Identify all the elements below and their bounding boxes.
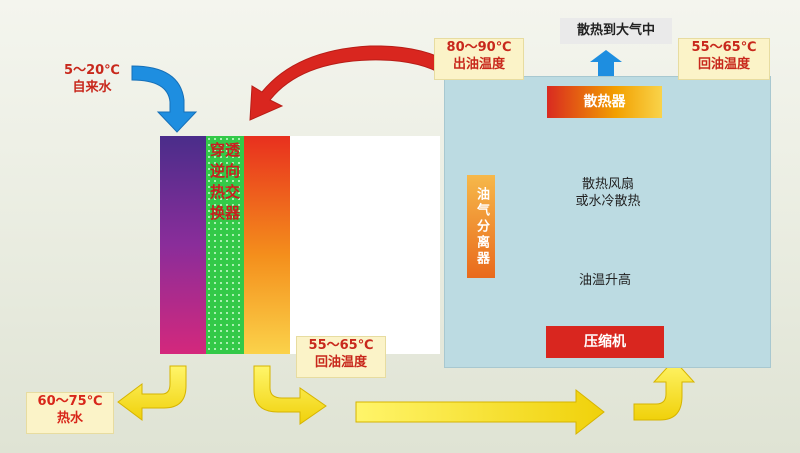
- tap-water-text: 自来水: [72, 80, 112, 95]
- oil-rise-label: 油温升高: [578, 273, 631, 288]
- exchanger-core: [206, 136, 244, 354]
- exchanger-down-right-arrow: [253, 365, 327, 425]
- hot-water-text: 热水: [56, 411, 83, 426]
- radiator-label: 散热器: [547, 86, 662, 118]
- exhaust-arrow: [590, 50, 622, 76]
- fan-line2: 或水冷散热: [575, 194, 641, 209]
- fan-line1: 散热风扇: [581, 177, 634, 192]
- exhaust-label: 散热到大气中: [560, 18, 672, 44]
- oil-out-text: 出油温度: [452, 57, 505, 72]
- cold-water-bar: [160, 136, 206, 354]
- heat-exchanger-label: 穿透逆向热交换器: [209, 141, 240, 222]
- bottom-long-arrow: [355, 388, 605, 436]
- tap-water-label: 5～20℃ 自来水: [52, 62, 132, 96]
- oil-out-temp: 80～90℃: [446, 40, 512, 55]
- oil-return-bottom-text: 回油温度: [314, 355, 367, 370]
- compressor-label: 压缩机: [546, 326, 664, 358]
- oil-return-bottom-callout: 55～65℃ 回油温度: [296, 336, 386, 378]
- hot-oil-bar: [244, 136, 290, 354]
- bottom-to-compressor-arrow: [633, 359, 696, 421]
- oil-to-exchanger-arrow: [249, 45, 491, 121]
- fan-label: 散热风扇 或水冷散热: [548, 176, 668, 210]
- tap-water-temp: 5～20℃: [64, 63, 120, 78]
- oil-return-top-callout: 55～65℃ 回油温度: [678, 38, 770, 80]
- compressor-panel: [444, 76, 771, 368]
- separator-label: 油气分离器: [467, 175, 495, 278]
- oil-return-bottom-temp: 55～65℃: [308, 338, 374, 353]
- oil-out-callout: 80～90℃ 出油温度: [434, 38, 524, 80]
- hot-water-temp: 60～75℃: [37, 394, 103, 409]
- hot-water-callout: 60～75℃ 热水: [26, 392, 114, 434]
- oil-return-top-text: 回油温度: [697, 57, 750, 72]
- exchanger-down-left-arrow: [117, 365, 187, 421]
- exchanger-blank: [290, 136, 440, 354]
- tap-water-arrow: [131, 65, 198, 133]
- oil-return-top-temp: 55～65℃: [691, 40, 757, 55]
